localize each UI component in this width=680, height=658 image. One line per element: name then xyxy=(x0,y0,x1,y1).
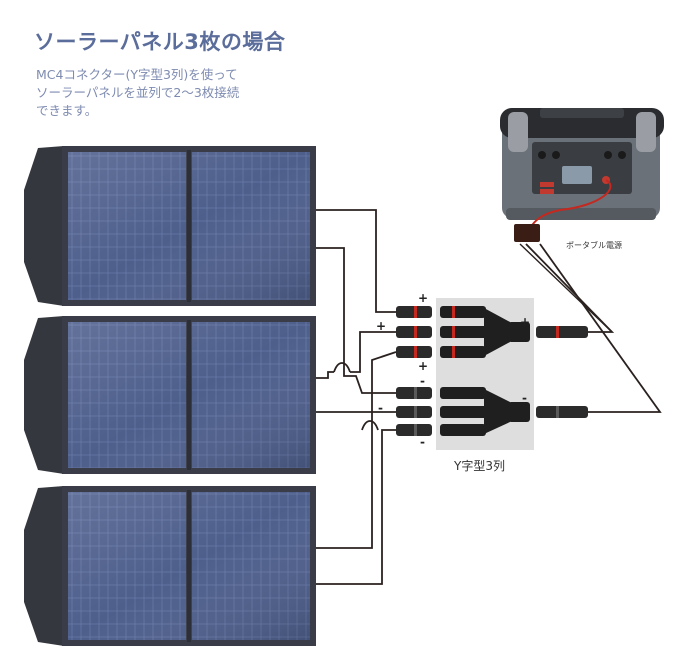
description: MC4コネクター(Y字型3列)を使って ソーラーパネルを並列で2〜3枚接続 でき… xyxy=(36,66,239,120)
description-line-3: できます。 xyxy=(36,103,98,118)
portable-power-label: ポータブル電源 xyxy=(566,240,622,250)
plus-label-3: + xyxy=(418,359,428,373)
minus-label-output: - xyxy=(522,391,527,405)
plus-label-2: + xyxy=(376,319,386,333)
output-connector-plus xyxy=(536,326,588,338)
panel-flap xyxy=(24,486,64,646)
solar-panel-1 xyxy=(24,146,316,306)
mc4-connector-plus-3 xyxy=(396,346,432,358)
minus-label-3: - xyxy=(420,435,425,449)
plus-label-output: + xyxy=(520,315,530,329)
panel-flap xyxy=(24,316,64,474)
mc4-connector-minus-1 xyxy=(396,387,432,399)
wires xyxy=(316,209,662,585)
mc4-connector-minus-3 xyxy=(396,424,432,436)
y-branch-minus xyxy=(440,387,530,436)
portable-power-station xyxy=(500,108,664,242)
minus-label-2: - xyxy=(378,401,383,415)
y-branch-plus xyxy=(440,306,530,358)
mc4-connector-plus-2 xyxy=(396,326,432,338)
solar-panel-2 xyxy=(24,316,316,474)
description-line-2: ソーラーパネルを並列で2〜3枚接続 xyxy=(36,85,240,100)
mc4-connectors xyxy=(396,306,432,436)
mc4-connector-plus-1 xyxy=(396,306,432,318)
y-branch-label: Y字型3列 xyxy=(453,458,505,473)
page-title: ソーラーパネル3枚の場合 xyxy=(34,30,286,54)
minus-label-1: - xyxy=(420,374,425,388)
plus-label-1: + xyxy=(418,291,428,305)
solar-panel-3 xyxy=(24,486,316,646)
output-connector-minus xyxy=(536,406,588,418)
panel-flap xyxy=(24,146,64,306)
description-line-1: MC4コネクター(Y字型3列)を使って xyxy=(36,67,238,82)
mc4-connector-minus-2 xyxy=(396,406,432,418)
